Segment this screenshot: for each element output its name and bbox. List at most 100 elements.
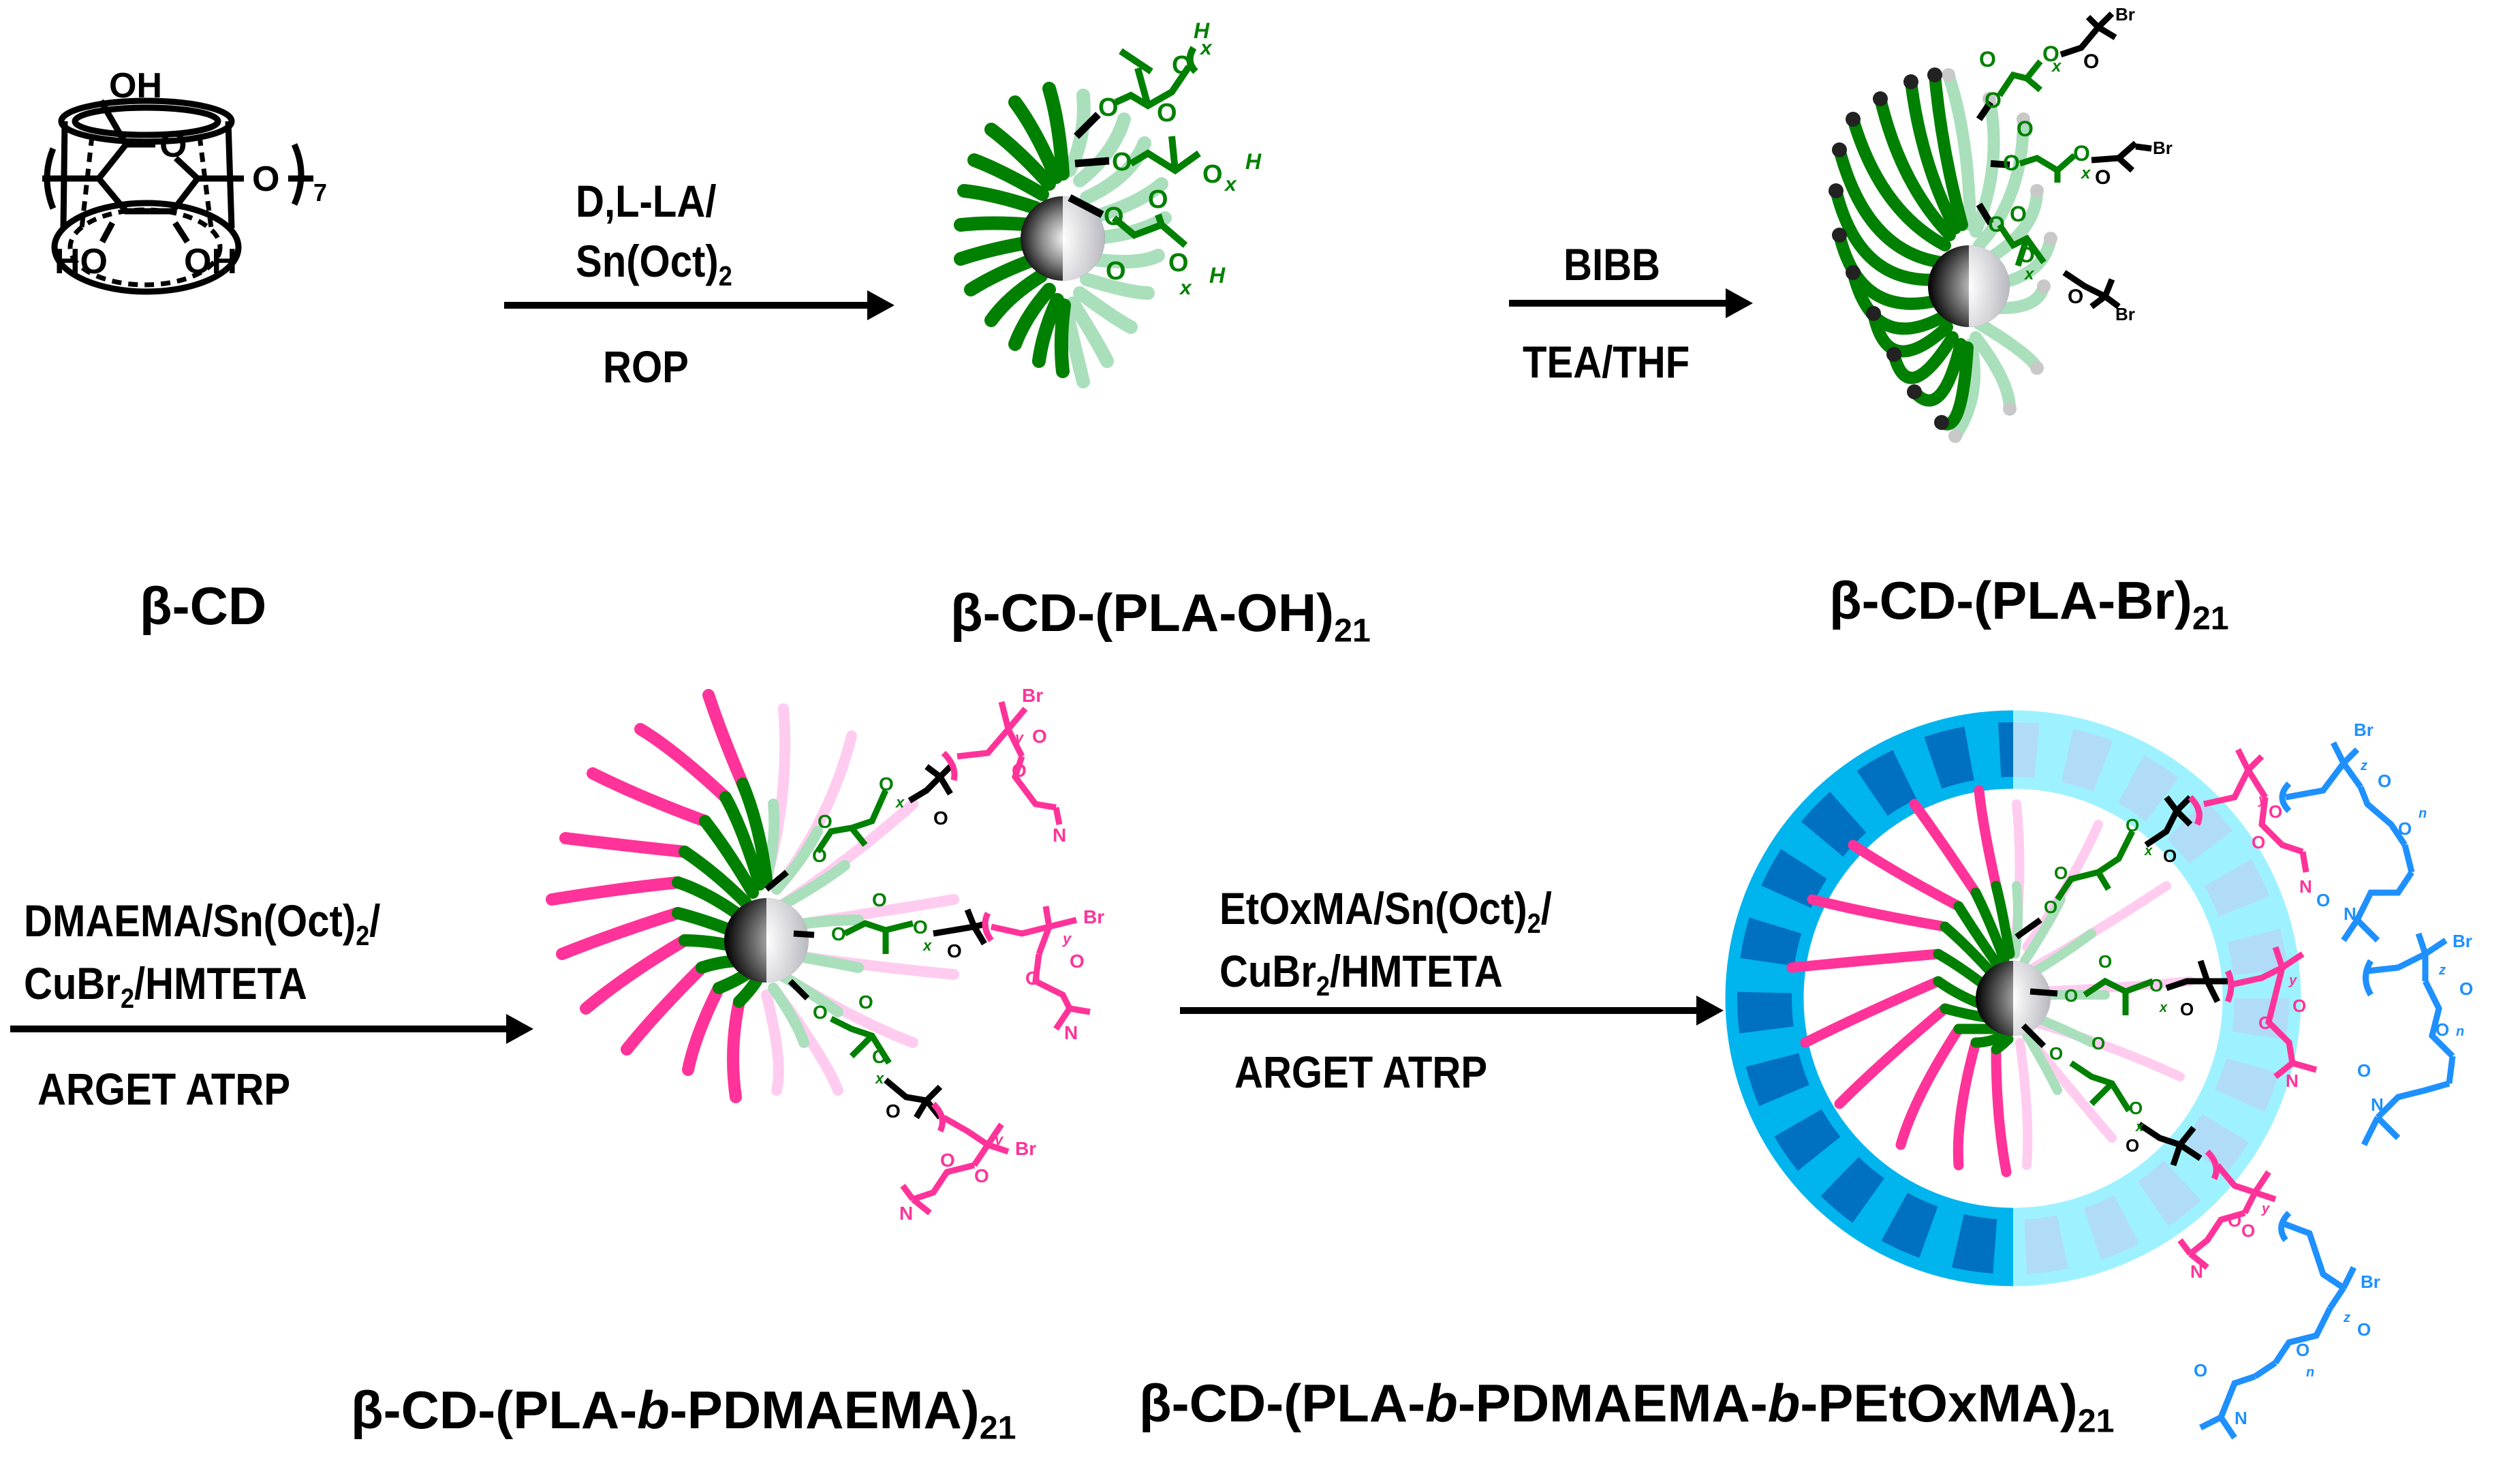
chain1-bromine: Br (2354, 720, 2374, 740)
chain3-ester-oxygen: O (940, 1150, 955, 1171)
chain3-oxygen2: O (872, 1046, 887, 1067)
chain1-x: x (1199, 37, 1213, 59)
chain2-oxygen: O (831, 923, 846, 944)
beta-cd-structure: OH O O 7 HO OH (0, 0, 477, 545)
step2-reagent: BIBB (1564, 239, 1660, 290)
chain2-oxygen2: O (913, 917, 928, 938)
chain1-oxygen2: O (2042, 42, 2059, 66)
chain1-z: z (2360, 758, 2367, 773)
chain3-oxygen: O (2049, 1043, 2063, 1064)
chain3-x: x (2135, 1120, 2144, 1135)
step1-reagent-line2: Sn(Oct)2 (576, 236, 732, 292)
chain3-oxygen2: O (2129, 1098, 2143, 1118)
chain3-x: x (875, 1070, 884, 1087)
chain2-x: x (922, 937, 932, 954)
chain3-carbonyl-oxygen: O (2091, 1033, 2105, 1053)
chain3-pdmaema-ester-oxygen: O (2228, 1210, 2241, 1231)
chain3-oxazoline-nitrogen: N (2235, 1408, 2247, 1428)
chain2-terminal-oxygen: O (2095, 166, 2111, 189)
chain3-x: x (2023, 265, 2035, 283)
chain3-oxygen2: O (2018, 243, 2035, 267)
chain3-nitrogen: N (2190, 1261, 2203, 1282)
chain3-h: H (1209, 263, 1226, 288)
chain2-carbonyl-oxygen: O (2098, 951, 2112, 972)
pla-star-drawing: O O O x H O O O x H O O O x H (954, 18, 1262, 388)
chain2-petoxma-carbonyl-oxygen: O (2459, 979, 2473, 999)
step4-condition: ARGET ATRP (1234, 1047, 1488, 1097)
chain1-terminal-oxygen: O (2163, 846, 2177, 866)
chain2-z: z (2438, 963, 2446, 978)
chain2-nitrogen: N (2286, 1071, 2299, 1091)
chain2-carbonyl-oxygen: O (2017, 117, 2034, 141)
chain1-oxygen: O (1985, 88, 2002, 112)
step4-reagent-line1: EtOxMA/Sn(Oct)2/ (1219, 883, 1552, 940)
chain2-carbonyl-oxygen: O (872, 889, 887, 910)
chain3-y: y (2261, 1201, 2270, 1216)
chain1-carbonyl-oxygen: O (818, 811, 833, 832)
chain1-nitrogen: N (2299, 876, 2312, 897)
chain2-bromine: Br (2453, 931, 2472, 951)
chain3-amide-oxygen: O (2194, 1360, 2207, 1381)
chain1-y: y (2258, 792, 2267, 807)
chain3-oxygen: O (1104, 202, 1124, 231)
label-beta-cd: β-CD (140, 576, 267, 636)
chain1-oxygen: O (812, 845, 827, 866)
chain2-oxygen2: O (2073, 141, 2090, 166)
chain2-oxygen2: O (2149, 975, 2163, 996)
chain3-terminal-oxygen: O (2126, 1135, 2139, 1156)
chain1-x: x (895, 794, 905, 811)
chain1-carbonyl-oxygen: O (1157, 99, 1177, 127)
chain1-petoxma-ester-oxygen: O (2398, 818, 2412, 839)
label-pla-br: β-CD-(PLA-Br)21 (1829, 570, 2229, 637)
chain1-bromine: Br (1022, 685, 1043, 706)
chain3-x: x (1179, 277, 1192, 299)
repeat-count: 7 (313, 179, 328, 206)
chain1-amide-oxygen: O (2316, 890, 2330, 910)
chain2-oxygen: O (2064, 985, 2078, 1006)
chain1-pdmaema-carbonyl-oxygen: O (2269, 801, 2282, 822)
chain1-ester-oxygen: O (1012, 760, 1027, 781)
chain3-bromine: Br (2361, 1272, 2380, 1292)
step4-reagent-line2: CuBr2/HMTETA (1219, 946, 1503, 1002)
chain1-oxygen: O (2044, 897, 2057, 917)
chain2-h: H (1245, 149, 1262, 174)
pla-br-star-drawing: O O O x O O O x O O O x O Br O Br O Br (1829, 4, 2173, 443)
chain1-carbonyl-oxygen-pink: O (1032, 726, 1047, 747)
chain2-oxygen2: O (1202, 160, 1223, 189)
chain3-bromine: Br (2115, 304, 2135, 324)
chain1-petoxma-carbonyl-oxygen: O (2378, 771, 2391, 791)
atom-bridge-oxygen: O (252, 159, 280, 199)
label-pla-oh: β-CD-(PLA-OH)21 (950, 583, 1371, 649)
step2-arrow (1509, 288, 1753, 318)
chain3-oxygen: O (813, 1002, 828, 1023)
chain2-nitrogen: N (1064, 1022, 1078, 1043)
chain1-oxygen: O (1098, 93, 1119, 122)
step1-condition: ROP (603, 341, 689, 392)
star-polymer-pla-pdmaema: O O O x O O O x O O O x O O O Br y O O N… (531, 654, 1185, 1376)
chain2-carbonyl-oxygen-pink: O (1070, 951, 1085, 972)
chain2-amide-oxygen: O (2357, 1060, 2371, 1081)
step3-arrow (10, 1014, 533, 1044)
petoxma-shell-left (1725, 710, 2013, 1287)
chain2-carbonyl-oxygen: O (1148, 185, 1168, 214)
chain3-carbonyl-oxygen: O (858, 991, 873, 1013)
chain1-oxygen2: O (879, 773, 894, 795)
chain2-pdmaema-carbonyl-oxygen: O (2292, 996, 2306, 1016)
step3-reagent-line2: CuBr2/HMTETA (24, 958, 307, 1015)
chain2-x: x (1224, 173, 1237, 196)
chain3-petoxma-carbonyl-oxygen: O (2357, 1319, 2371, 1340)
chain2-bromine: Br (1083, 906, 1104, 927)
chain3-terminal-oxygen: O (2068, 286, 2083, 308)
chain2-ester-oxygen: O (1025, 968, 1040, 989)
atom-ring-oxygen: O (159, 125, 187, 165)
chain1-y: y (1014, 729, 1025, 746)
pla-pdmaema-star-drawing: O O O x O O O x O O O x O O O Br y O O N… (546, 685, 1104, 1224)
step1-reagent-line1: D,L-LA/ (576, 176, 717, 226)
chain2-x: x (2080, 164, 2091, 183)
step2-condition: TEA/THF (1523, 337, 1690, 387)
chain3-y: y (994, 1131, 1004, 1148)
chain1-carbonyl-oxygen: O (2054, 863, 2068, 883)
chain1-bromine: Br (2115, 4, 2135, 25)
chain2-oxygen: O (2003, 151, 2020, 175)
chain1-nitrogen: N (1053, 825, 1066, 846)
